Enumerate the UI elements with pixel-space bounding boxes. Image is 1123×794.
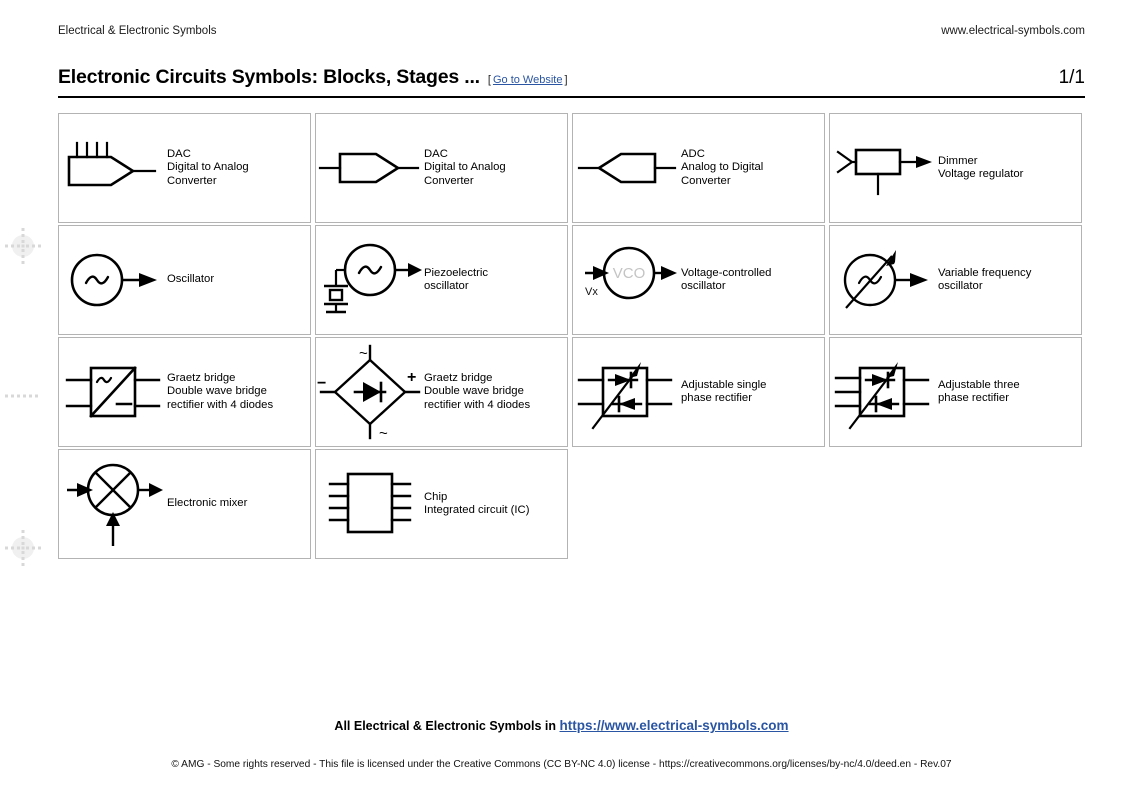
ac-top-mark: ~: [359, 345, 368, 362]
adc-icon: [573, 114, 681, 222]
symbol-label: ADC Analog to Digital Converter: [681, 147, 764, 187]
footer-tagline: All Electrical & Electronic Symbols in h…: [0, 718, 1123, 733]
symbol-label: Oscillator: [167, 273, 215, 286]
oscillator-icon: [59, 226, 167, 334]
margin-dot-row: [4, 377, 42, 415]
symbol-card[interactable]: DAC Digital to Analog Converter: [58, 113, 311, 223]
footer-site-link[interactable]: https://www.electrical-symbols.com: [559, 718, 789, 733]
graetz-bridge-diamond-icon: ~ ~ − +: [316, 338, 424, 446]
symbol-label: DAC Digital to Analog Converter: [167, 147, 249, 187]
symbol-label: Graetz bridge Double wave bridge rectifi…: [167, 371, 274, 411]
bracket-open: [: [487, 74, 491, 86]
page-title: Electronic Circuits Symbols: Blocks, Sta…: [58, 66, 480, 88]
go-to-website-wrapper: [Go to Website]: [488, 74, 568, 86]
variable-frequency-oscillator-icon: [830, 226, 938, 334]
symbol-label: Adjustable single phase rectifier: [681, 378, 767, 404]
symbol-card[interactable]: Piezoelectric oscillator: [315, 225, 568, 335]
symbol-card[interactable]: Graetz bridge Double wave bridge rectifi…: [58, 337, 311, 447]
symbol-label: Piezoelectric oscillator: [424, 266, 489, 292]
dac-parallel-icon: [59, 114, 167, 222]
footer-tagline-text: All Electrical & Electronic Symbols in: [334, 719, 560, 733]
symbol-card[interactable]: Dimmer Voltage regulator: [829, 113, 1082, 223]
vco-inner-label: VCO: [613, 265, 646, 282]
header-brand-text: Electrical & Electronic Symbols: [58, 25, 217, 37]
header-site-url: www.electrical-symbols.com: [941, 25, 1085, 37]
go-to-website-link[interactable]: Go to Website: [492, 74, 563, 86]
symbol-grid: DAC Digital to Analog Converter DAC Digi…: [58, 113, 1085, 559]
symbol-label: Variable frequency oscillator: [938, 266, 1032, 292]
symbol-card[interactable]: Electronic mixer: [58, 449, 311, 559]
minus-mark: −: [317, 375, 326, 392]
dac-serial-icon: [316, 114, 424, 222]
symbol-label: Electronic mixer: [167, 497, 248, 510]
margin-registration-mark: [4, 227, 42, 265]
graetz-bridge-box-icon: [59, 338, 167, 446]
footer-license-text: © AMG - Some rights reserved - This file…: [171, 759, 952, 770]
margin-registration-mark-lower: [4, 529, 42, 567]
symbol-label: Adjustable three phase rectifier: [938, 378, 1020, 404]
symbol-card[interactable]: Adjustable single phase rectifier: [572, 337, 825, 447]
vco-port-label: Vx: [585, 286, 598, 298]
chip-ic-icon: [316, 450, 424, 558]
symbol-card[interactable]: DAC Digital to Analog Converter: [315, 113, 568, 223]
symbol-card[interactable]: VCO Vx Voltage-controlled oscillator: [572, 225, 825, 335]
symbol-card[interactable]: ADC Analog to Digital Converter: [572, 113, 825, 223]
bracket-close: ]: [564, 74, 568, 86]
symbol-label: Chip Integrated circuit (IC): [424, 490, 530, 516]
symbol-card[interactable]: Chip Integrated circuit (IC): [315, 449, 568, 559]
symbol-card[interactable]: Adjustable three phase rectifier: [829, 337, 1082, 447]
vco-icon: VCO Vx: [573, 226, 681, 334]
symbol-label: Dimmer Voltage regulator: [938, 154, 1024, 180]
symbol-card[interactable]: Oscillator: [58, 225, 311, 335]
plus-mark: +: [407, 369, 416, 386]
page-header: Electrical & Electronic Symbols www.elec…: [58, 22, 1085, 40]
symbol-label: Graetz bridge Double wave bridge rectifi…: [424, 371, 531, 411]
adjustable-three-phase-rectifier-icon: [830, 338, 938, 446]
piezoelectric-oscillator-icon: [316, 226, 424, 334]
adjustable-single-phase-rectifier-icon: [573, 338, 681, 446]
dimmer-icon: [830, 114, 938, 222]
title-row: Electronic Circuits Symbols: Blocks, Sta…: [58, 66, 1085, 89]
symbol-label: Voltage-controlled oscillator: [681, 266, 772, 292]
ac-bottom-mark: ~: [379, 425, 388, 442]
symbol-card[interactable]: Variable frequency oscillator: [829, 225, 1082, 335]
title-divider: [58, 96, 1085, 98]
title-left-group: Electronic Circuits Symbols: Blocks, Sta…: [58, 66, 568, 89]
symbol-card[interactable]: ~ ~ − + Graetz bridge Double wave bridge…: [315, 337, 568, 447]
electronic-mixer-icon: [59, 450, 167, 558]
page-number: 1/1: [1058, 67, 1085, 88]
symbol-label: DAC Digital to Analog Converter: [424, 147, 506, 187]
